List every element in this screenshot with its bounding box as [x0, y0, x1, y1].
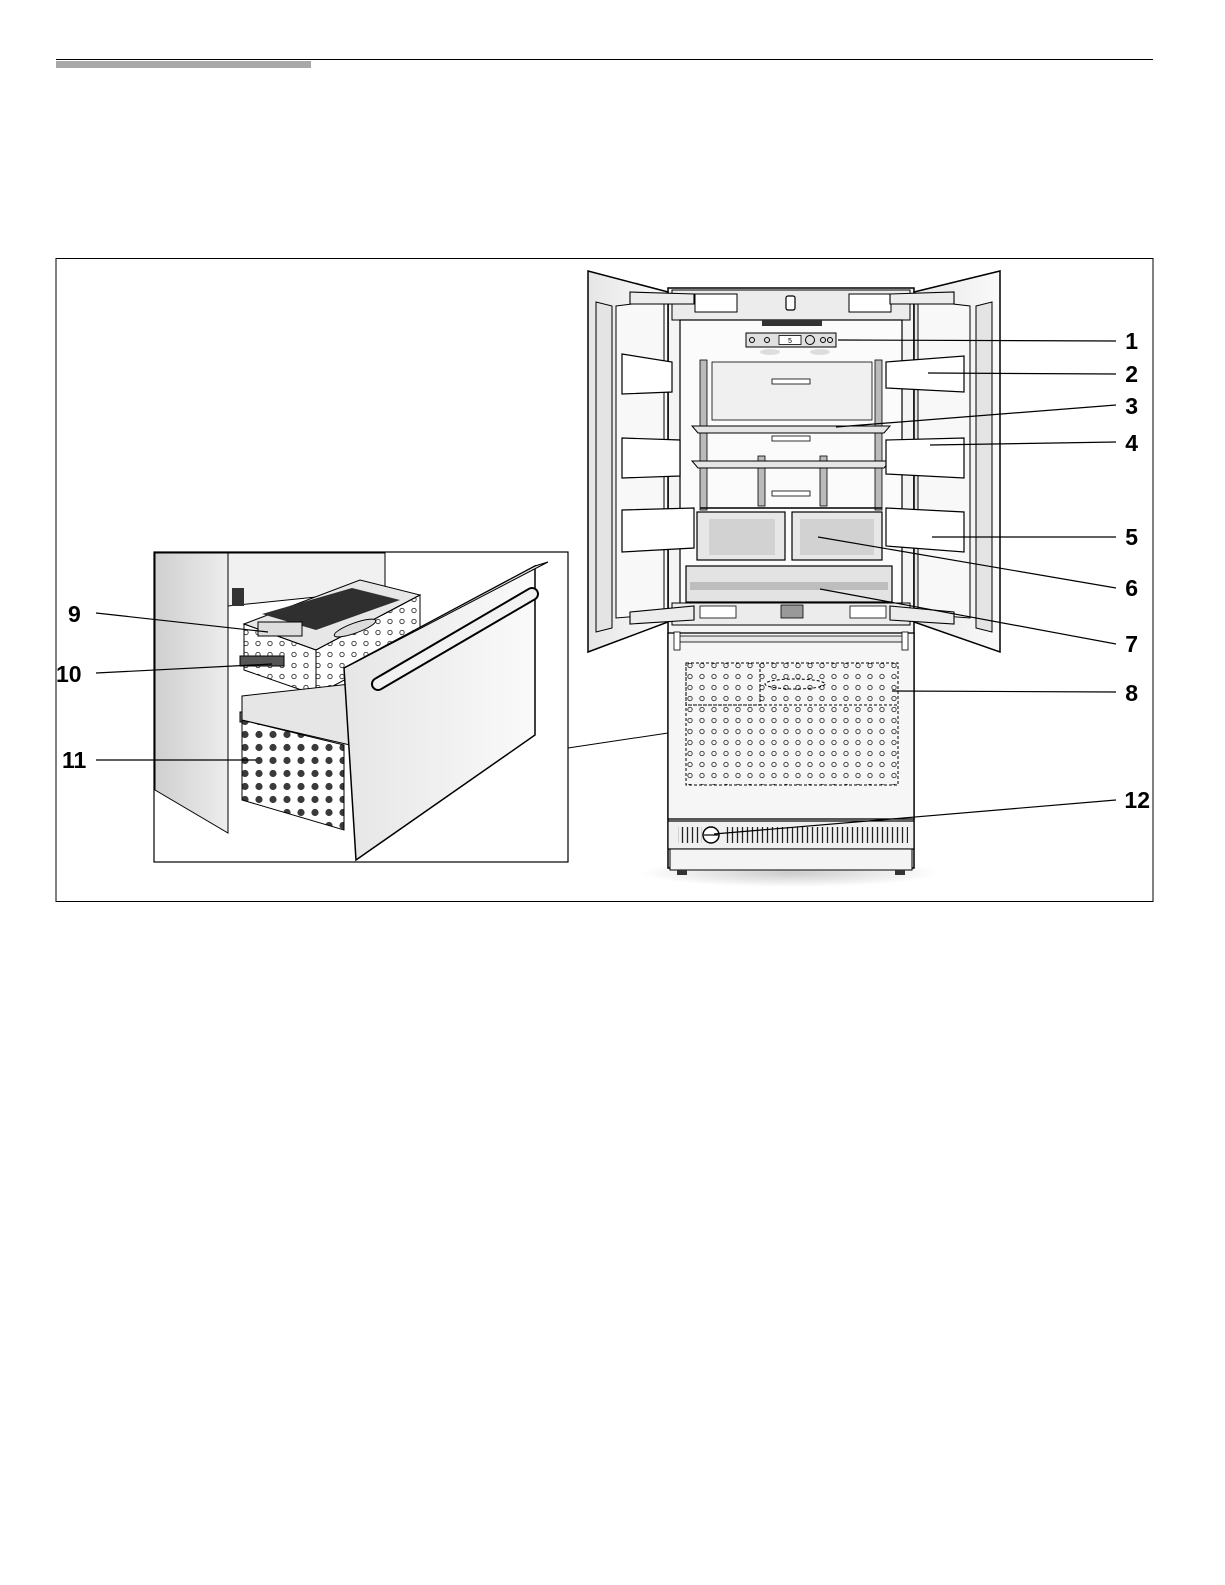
- door-bin: [622, 438, 680, 478]
- glass-shelf-lower: [692, 461, 890, 468]
- callout-3: 3: [1125, 393, 1138, 419]
- rear-slot: [772, 379, 810, 384]
- foot-left: [677, 870, 687, 875]
- callout-8: 8: [1125, 680, 1138, 706]
- header-rule: [56, 60, 1153, 69]
- plinth: [670, 849, 912, 870]
- callout-10: 10: [56, 661, 82, 687]
- shelf-rail-right: [875, 360, 882, 510]
- light-switch: [786, 296, 795, 310]
- callout-11: 11: [62, 747, 87, 773]
- light-icon: [760, 349, 780, 355]
- callout-4: 4: [1125, 430, 1138, 456]
- door-bin: [886, 508, 964, 552]
- top-vent-left: [695, 294, 737, 312]
- grille-vent: [726, 827, 908, 843]
- door-bin: [886, 438, 964, 478]
- hinge-top-left: [630, 292, 694, 304]
- handle-mount-right: [902, 632, 908, 650]
- crisper-window: [709, 519, 775, 555]
- cabinet-side: [155, 553, 228, 833]
- cabinet-latch: [232, 588, 244, 606]
- rear-slot: [772, 491, 810, 496]
- glass-shelf-upper: [692, 426, 890, 433]
- shelf-rail-left: [700, 360, 707, 510]
- bottom-slot-left: [700, 606, 736, 618]
- ice-maker-icon: [258, 622, 302, 636]
- callout-6: 6: [1125, 575, 1138, 601]
- crisper-window: [800, 519, 874, 555]
- freezer-basket-outline: [686, 663, 898, 785]
- callout-1: 1: [1125, 328, 1138, 354]
- callout-12: 12: [1124, 787, 1150, 813]
- light-icon: [810, 349, 830, 355]
- rear-slot: [772, 436, 810, 441]
- hinge-top-right: [890, 292, 954, 304]
- door-bin: [622, 508, 694, 552]
- right-door-gasket: [976, 302, 992, 632]
- door-bin: [886, 356, 964, 392]
- left-door-gasket: [596, 302, 612, 632]
- fan-vent: [762, 320, 822, 326]
- top-vent-right: [849, 294, 891, 312]
- callout-5: 5: [1125, 524, 1138, 550]
- callout-7: 7: [1125, 631, 1138, 657]
- handle-mount-left: [674, 632, 680, 650]
- chiller-drawer-front: [690, 582, 888, 590]
- panel-display-value: 5: [788, 338, 792, 346]
- callout-9: 9: [68, 601, 81, 627]
- rear-wall-upper: [712, 362, 872, 420]
- grille-vent: [678, 827, 702, 843]
- callout-2: 2: [1125, 361, 1138, 387]
- bottom-vent: [781, 605, 803, 618]
- foot-right: [895, 870, 905, 875]
- freezer-handle: [676, 636, 906, 642]
- header-accent-bar: [56, 61, 311, 68]
- bottom-slot-right: [850, 606, 886, 618]
